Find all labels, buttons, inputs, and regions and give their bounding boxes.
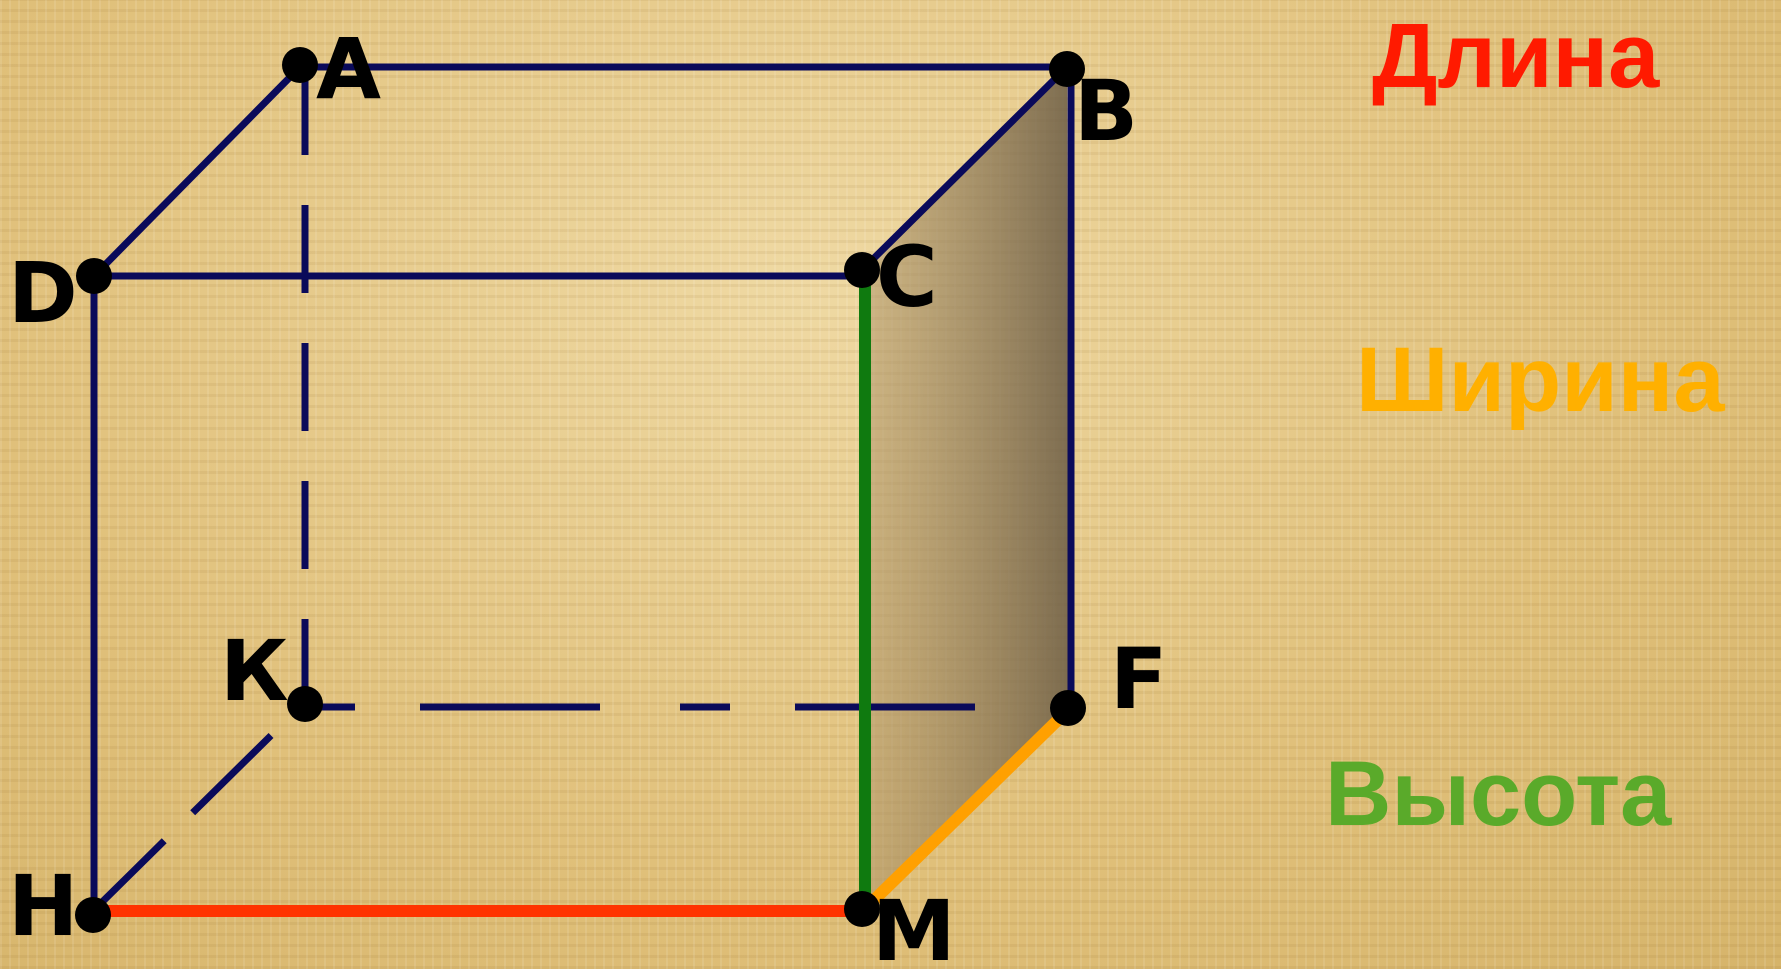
- vertex-dot-k: [287, 686, 323, 722]
- vertex-label-h: H: [8, 857, 78, 955]
- vertex-label-b: B: [1074, 62, 1138, 160]
- edge-ad: [91, 64, 303, 279]
- shaded-face-cbfm: [862, 67, 1068, 911]
- vertex-dot-f: [1050, 690, 1086, 726]
- legend-length: Длина: [1372, 5, 1660, 107]
- legend-height: Высота: [1325, 743, 1672, 845]
- vertex-dot-h: [75, 897, 111, 933]
- edge-mf-width: [865, 707, 1071, 909]
- vertex-dot-m: [844, 891, 880, 927]
- vertex-dot-b: [1049, 51, 1085, 87]
- legend-width: Ширина: [1356, 329, 1725, 431]
- vertex-label-m: M: [872, 882, 956, 969]
- vertex-dot-d: [76, 258, 112, 294]
- vertex-label-k: К: [220, 622, 289, 720]
- edge-hk-hidden: [90, 699, 308, 914]
- vertex-label-d: D: [8, 244, 78, 342]
- vertex-dot-c: [844, 252, 880, 288]
- vertex-label-f: F: [1110, 630, 1167, 728]
- vertex-label-c: C: [876, 228, 938, 326]
- edge-bc: [859, 64, 1070, 273]
- vertex-label-a: A: [316, 20, 381, 118]
- vertex-dot-a: [282, 47, 318, 83]
